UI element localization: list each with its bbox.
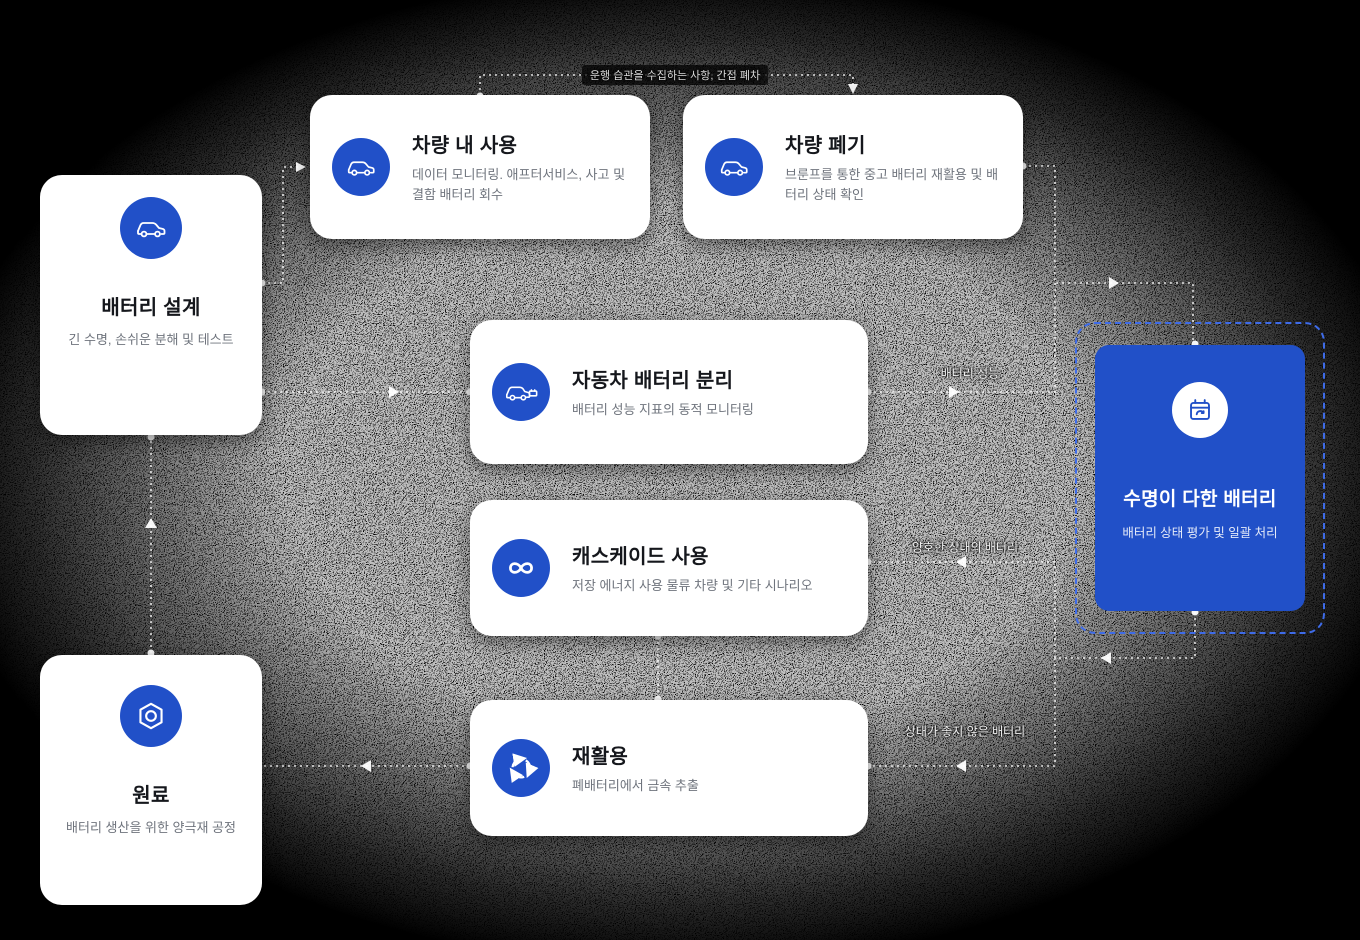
card-title: 차량 폐기 <box>785 134 866 157</box>
car-battery-icon <box>492 363 550 421</box>
card-subtitle: 배터리 상태 평가 및 일괄 처리 <box>1122 526 1278 540</box>
card-cascade-use: 캐스케이드 사용 저장 에너지 사용 물류 차량 및 기타 시나리오 <box>470 500 868 636</box>
card-title: 원료 <box>132 785 170 807</box>
card-subtitle: 폐배터리에서 금속 추출 <box>572 777 699 793</box>
edge-label-top-note: 운행 습관을 수집하는 사항, 간접 폐차 <box>581 65 769 85</box>
card-subtitle: 데이터 모니터링. 애프터서비스, 사고 및 결함 배터리 회수 <box>412 166 626 202</box>
infinity-icon <box>492 539 550 597</box>
recycle-icon <box>492 739 550 797</box>
car-icon <box>705 138 763 196</box>
edge-label-bad-condition: 상태가 좋지 않은 배터리 <box>904 724 1026 739</box>
card-title: 캐스케이드 사용 <box>572 545 709 568</box>
edge-label-battery-performance: 배터리 성능 <box>940 366 1000 381</box>
card-subtitle: 저장 에너지 사용 물류 차량 및 기타 시나리오 <box>572 577 813 593</box>
edge-eol-to-recycling <box>872 658 1056 767</box>
card-title: 차량 내 사용 <box>412 134 518 157</box>
card-subtitle: 긴 수명, 손쉬운 분해 및 테스트 <box>68 332 234 347</box>
card-subtitle: 배터리 생산을 위한 양극재 공정 <box>66 820 236 835</box>
card-title: 자동차 배터리 분리 <box>572 369 734 392</box>
card-battery-separation: 자동차 배터리 분리 배터리 성능 지표의 동적 모니터링 <box>470 320 868 464</box>
card-raw-materials: 원료 배터리 생산을 위한 양극재 공정 <box>40 655 262 905</box>
calendar-recycle-icon <box>1172 382 1228 438</box>
edge-disposal-to-eol <box>1023 165 1194 342</box>
card-recycling: 재활용 폐배터리에서 금속 추출 <box>470 700 868 836</box>
card-end-of-life-outline: 수명이 다한 배터리 배터리 상태 평가 및 일괄 처리 <box>1075 322 1325 634</box>
edge-label-good-condition: 양호한 상태의 배터리 <box>911 540 1019 555</box>
card-subtitle: 브룬프를 통한 중고 배터리 재활용 및 배터리 상태 확인 <box>785 166 999 202</box>
edge-design-to-invehicle <box>262 166 300 284</box>
card-subtitle: 배터리 성능 지표의 동적 모니터링 <box>572 401 754 417</box>
card-title: 배터리 설계 <box>101 297 201 319</box>
hexagon-icon <box>120 685 182 747</box>
card-title: 재활용 <box>572 745 629 768</box>
card-in-vehicle-use: 차량 내 사용 데이터 모니터링. 애프터서비스, 사고 및 결함 배터리 회수 <box>310 95 650 239</box>
card-end-of-life: 수명이 다한 배터리 배터리 상태 평가 및 일괄 처리 <box>1095 345 1305 611</box>
car-icon <box>120 197 182 259</box>
card-vehicle-disposal: 차량 폐기 브룬프를 통한 중고 배터리 재활용 및 배터리 상태 확인 <box>683 95 1023 239</box>
card-title: 수명이 다한 배터리 <box>1123 489 1277 510</box>
car-icon <box>332 138 390 196</box>
card-battery-design: 배터리 설계 긴 수명, 손쉬운 분해 및 테스트 <box>40 175 262 435</box>
